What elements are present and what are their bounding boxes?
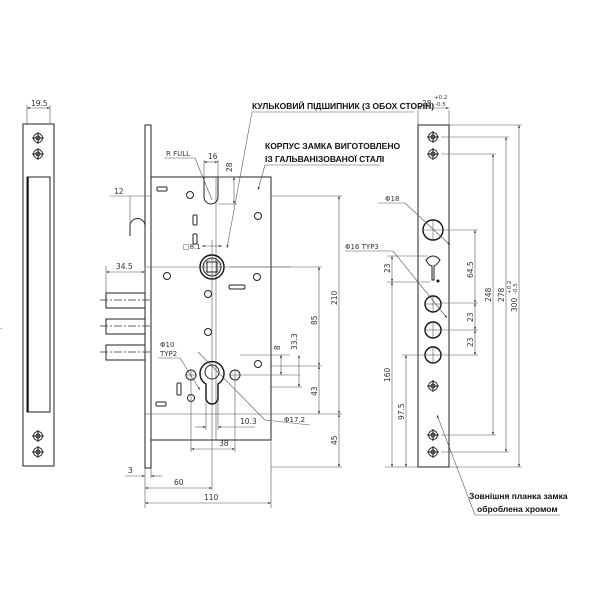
- faceplate-width-dim: 28: [422, 99, 432, 108]
- dim-110: 110: [204, 493, 219, 502]
- latch: [129, 218, 146, 227]
- hole-dia-dim: Φ10: [160, 341, 174, 349]
- annotations: КУЛЬКОВИЙ ПІДШИПНИК (З ОБОХ СТОРІН) КОРП…: [226, 100, 568, 516]
- side-body: [26, 176, 51, 413]
- screw-hole-icon: [31, 147, 45, 161]
- screw-hole-icon: [426, 147, 440, 161]
- handle-slot: [203, 177, 219, 205]
- ball-bearing-note: КУЛЬКОВИЙ ПІДШИПНИК (З ОБОХ СТОРІН): [252, 100, 434, 111]
- faceplate-tol-minus: -0.5: [435, 102, 446, 108]
- dim-248: 248: [484, 287, 493, 302]
- screw-hole-icon: [31, 445, 45, 459]
- latch-offset-dim: 12: [114, 187, 124, 196]
- dim-85: 85: [310, 315, 319, 325]
- body-note-line2: ІЗ ГАЛЬВАНІЗОВАНОЇ СТАЛІ: [265, 154, 384, 164]
- svg-text:·: ·: [0, 325, 2, 333]
- dim-10-3: 10.3: [240, 417, 257, 426]
- screw-hole-icon: [31, 131, 45, 145]
- dim-45: 45: [330, 435, 339, 445]
- r-full-label: R FULL: [166, 150, 190, 158]
- bearing-dia-dim: Φ18: [385, 195, 399, 203]
- bolt-dia-dim: Φ16 TYP3: [345, 243, 379, 251]
- strike-note-line1: Зовнішня планка замка: [469, 491, 568, 501]
- dim-8: 8: [273, 345, 282, 350]
- cylinder-cutout-icon: [199, 360, 225, 405]
- slot-width-dim: 16: [208, 152, 218, 161]
- front-view: R FULL 16 28 12 □8.1 34.5 Φ10 TYP2 Φ17.2…: [100, 124, 342, 508]
- dim-64-5: 64.5: [466, 261, 475, 278]
- square-dim: □8.1: [183, 243, 201, 251]
- faceplate: [417, 124, 450, 468]
- screw-hole-icon: [426, 379, 440, 393]
- dim-97-5: 97.5: [397, 403, 406, 420]
- dim-300-tol-minus: -0.5: [513, 283, 519, 294]
- dim-300: 300: [510, 297, 519, 312]
- dim-278: 278: [497, 287, 506, 302]
- key-icon: [425, 255, 441, 283]
- side-view: 19.5 ·: [0, 99, 55, 467]
- dim-300-tol-plus: +0.2: [507, 281, 513, 294]
- faceplate-view: 28 +0.2 -0.5 Φ18 Φ16 TYP3 23 64.5 23 23 …: [345, 95, 522, 468]
- faceplate-tol-plus: +0.2: [434, 95, 447, 101]
- deadbolts: [100, 292, 150, 361]
- screw-hole-icon: [31, 429, 45, 443]
- dim-33-3: 33.3: [290, 333, 299, 350]
- bolt-throw-dim: 34.5: [116, 262, 133, 271]
- dim-60: 60: [174, 478, 184, 487]
- cylinder-dia-dim: Φ17.2: [284, 416, 305, 424]
- body-note-line1: КОРПУС ЗАМКА ВИГОТОВЛЕНО: [265, 141, 400, 151]
- side-width-dim: 19.5: [31, 99, 48, 108]
- screw-hole-icon: [426, 445, 440, 459]
- dim-3: 3: [128, 466, 133, 475]
- screw-hole-icon: [426, 130, 440, 144]
- key-dim-23: 23: [383, 263, 392, 273]
- dim-210: 210: [330, 290, 339, 305]
- dim-43: 43: [310, 386, 319, 396]
- lock-body: [150, 176, 272, 441]
- screw-hole-icon: [426, 428, 440, 442]
- dim-23-a: 23: [466, 312, 475, 322]
- front-faceplate: [144, 124, 152, 469]
- strike-note-line2: оброблена хромом: [477, 504, 558, 514]
- dim-160: 160: [383, 367, 392, 382]
- hole-typ-dim: TYP2: [159, 350, 177, 358]
- dim-38: 38: [219, 439, 229, 448]
- dim-23-b: 23: [466, 337, 475, 347]
- slot-depth-dim: 28: [225, 162, 234, 172]
- side-plate: [22, 123, 55, 467]
